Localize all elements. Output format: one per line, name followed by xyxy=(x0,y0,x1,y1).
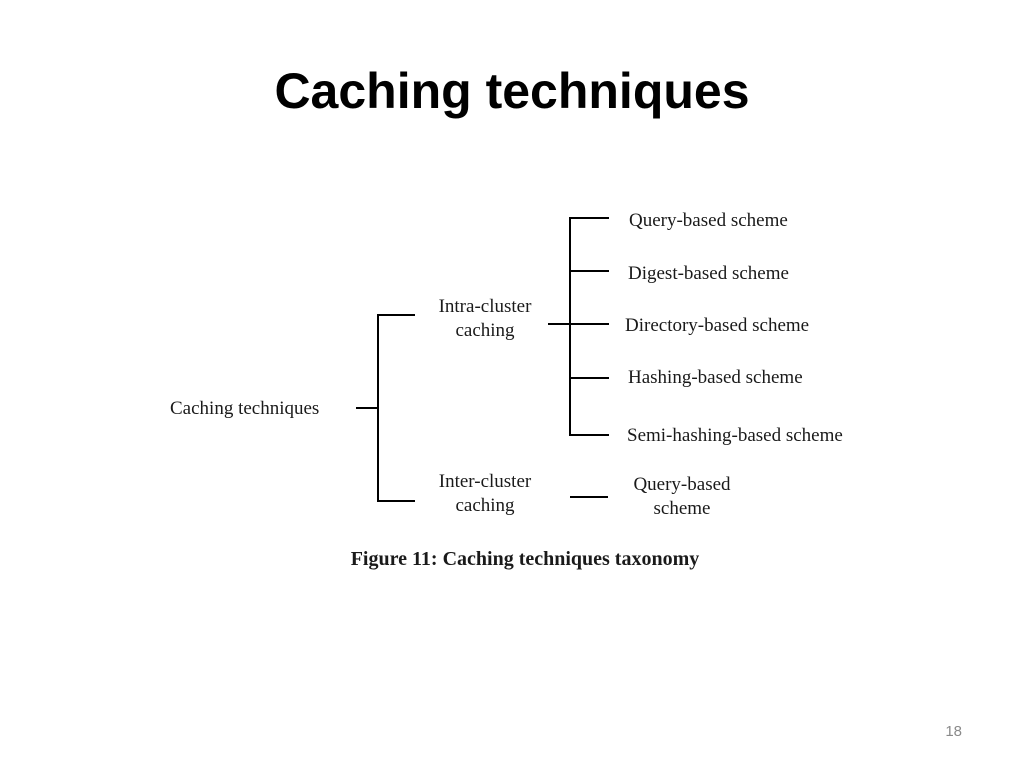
inter-cluster-label-line1: Inter-cluster xyxy=(438,471,532,492)
scheme-connector xyxy=(569,270,609,272)
inter-cluster-label-line2: caching xyxy=(455,495,515,516)
scheme-semi-hashing-based: Semi-hashing-based scheme xyxy=(627,425,843,446)
inter-scheme-connector xyxy=(570,496,608,498)
intra-cluster-label-line1: Intra-cluster xyxy=(438,296,532,317)
scheme-digest-based: Digest-based scheme xyxy=(628,263,789,284)
scheme-connector xyxy=(569,323,609,325)
inter-scheme-label-line2: scheme xyxy=(653,498,711,519)
inter-scheme-query-based: Query-based scheme xyxy=(617,473,747,521)
intra-cluster-label-line2: caching xyxy=(455,320,515,341)
scheme-connector xyxy=(569,434,609,436)
figure-caption: Figure 11: Caching techniques taxonomy xyxy=(350,548,700,570)
root-connector xyxy=(356,407,377,409)
scheme-directory-based: Directory-based scheme xyxy=(625,315,810,336)
scheme-connector xyxy=(569,377,609,379)
scheme-hashing-based: Hashing-based scheme xyxy=(628,367,803,388)
scheme-query-based: Query-based scheme xyxy=(629,210,788,231)
intra-cluster-node: Intra-cluster caching xyxy=(420,295,550,343)
root-node: Caching techniques xyxy=(170,398,320,419)
inter-cluster-node: Inter-cluster caching xyxy=(420,470,550,518)
inter-connector xyxy=(377,500,415,502)
intra-bracket xyxy=(569,217,571,435)
inter-scheme-label-line1: Query-based xyxy=(633,474,731,495)
slide-title: Caching techniques xyxy=(274,63,750,119)
page-number: 18 xyxy=(945,723,962,740)
intra-branch-connector xyxy=(548,323,570,325)
scheme-connector xyxy=(569,217,609,219)
root-bracket xyxy=(377,314,379,501)
intra-connector xyxy=(377,314,415,316)
